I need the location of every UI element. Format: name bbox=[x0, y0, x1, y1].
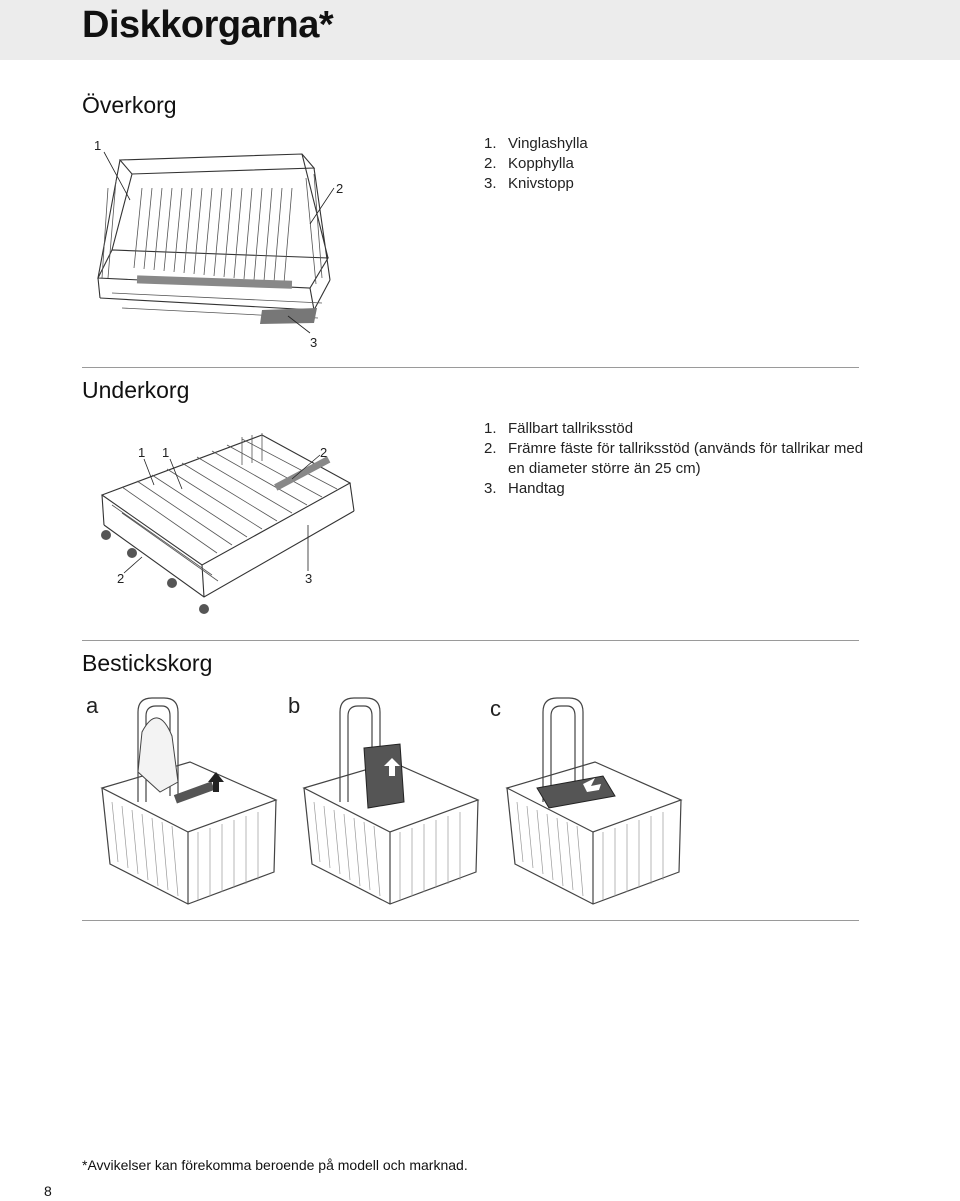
upper-callout-2: 2 bbox=[336, 181, 344, 196]
upper-callout-1: 1 bbox=[94, 138, 102, 153]
cutlery-basket-a-illustration bbox=[100, 697, 278, 905]
upper-basket-legend: 1.Vinglashylla 2.Kopphylla 3.Knivstopp bbox=[484, 134, 588, 194]
upper-basket-title: Överkorg bbox=[82, 92, 177, 118]
lower-callout-3: 3 bbox=[305, 571, 313, 586]
lower-basket-title: Underkorg bbox=[82, 377, 190, 403]
section-divider bbox=[82, 920, 859, 921]
legend-item: 3.Knivstopp bbox=[484, 175, 574, 192]
upper-basket-illustration bbox=[97, 151, 335, 334]
page-number: 8 bbox=[44, 1183, 52, 1199]
lower-callout-2-top: 2 bbox=[320, 445, 328, 460]
lower-callout-2-bottom: 2 bbox=[117, 571, 125, 586]
lower-callout-1a: 1 bbox=[138, 445, 146, 460]
legend-item: 3.Handtag bbox=[484, 480, 565, 497]
cutlery-basket-title: Bestickskorg bbox=[82, 650, 213, 676]
cutlery-basket-c-illustration bbox=[505, 697, 683, 905]
lower-callout-1b: 1 bbox=[162, 445, 170, 460]
footnote: *Avvikelser kan förekomma beroende på mo… bbox=[82, 1157, 468, 1173]
legend-item: 2.Främre fäste för tallriksstöd (används… bbox=[484, 440, 864, 477]
lower-basket-illustration bbox=[100, 433, 355, 614]
section-divider bbox=[82, 640, 859, 641]
section-divider bbox=[82, 367, 859, 368]
legend-item: 1.Fällbart tallriksstöd bbox=[484, 420, 634, 437]
lower-basket-legend: 1.Fällbart tallriksstöd 2.Främre fäste f… bbox=[484, 419, 874, 499]
cutlery-step-c-letter: c bbox=[490, 696, 501, 721]
header-band bbox=[0, 0, 960, 60]
legend-item: 2.Kopphylla bbox=[484, 155, 574, 172]
upper-callout-3: 3 bbox=[310, 335, 318, 350]
cutlery-step-a-letter: a bbox=[86, 693, 99, 718]
page-title: Diskkorgarna* bbox=[82, 4, 334, 46]
cutlery-step-b-letter: b bbox=[288, 693, 301, 718]
legend-item: 1.Vinglashylla bbox=[484, 135, 588, 152]
cutlery-basket-b-illustration bbox=[302, 697, 480, 905]
